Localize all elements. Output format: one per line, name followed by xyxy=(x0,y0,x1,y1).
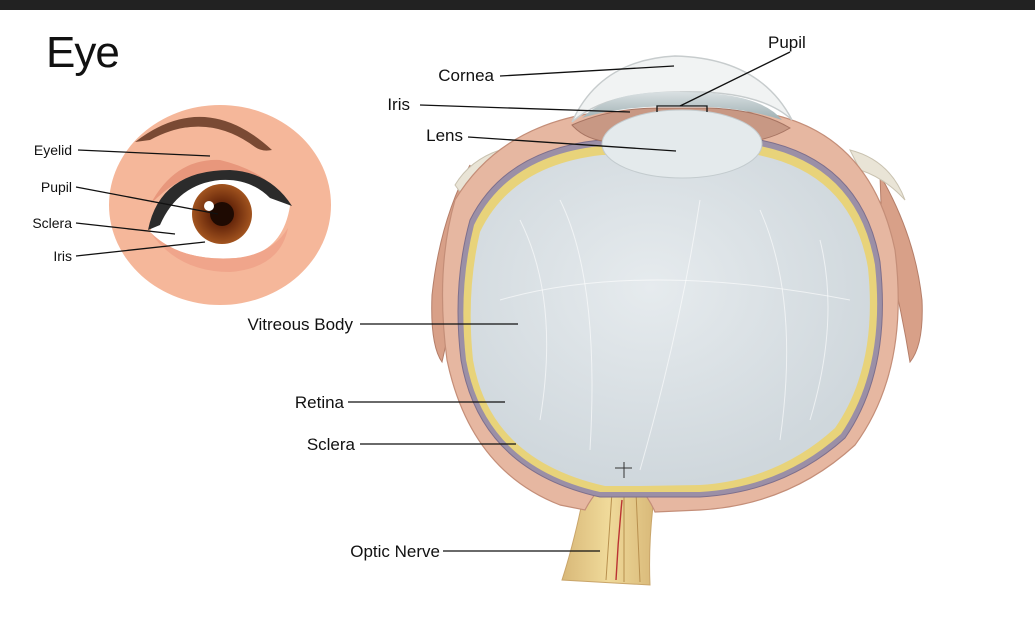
label-optic-nerve: Optic Nerve xyxy=(350,542,440,561)
top-bar xyxy=(0,0,1035,10)
label-retina: Retina xyxy=(295,393,345,412)
page-title: Eye xyxy=(46,28,120,77)
conjunctiva-right xyxy=(849,149,906,201)
label-vitreous-body: Vitreous Body xyxy=(247,315,353,334)
label-sclera: Sclera xyxy=(307,435,356,454)
lens xyxy=(601,109,763,179)
label-eyelid: Eyelid xyxy=(34,142,72,158)
label-iris-small: Iris xyxy=(53,248,72,264)
lower-lid xyxy=(150,228,288,272)
vitreous-body xyxy=(470,155,870,486)
external-eye: Eyelid Pupil Sclera Iris xyxy=(32,105,331,305)
label-iris: Iris xyxy=(387,95,410,114)
label-pupil-small: Pupil xyxy=(41,179,72,195)
label-cornea: Cornea xyxy=(438,66,494,85)
label-lens: Lens xyxy=(426,126,463,145)
lash-line xyxy=(148,170,292,230)
eye-cross-section: Pupil Cornea Iris Lens Vitreous Body Ret… xyxy=(247,33,923,586)
pupil-dot xyxy=(210,202,234,226)
eyebrow xyxy=(135,116,272,151)
eyelid xyxy=(150,159,288,205)
eye-highlight xyxy=(204,201,214,211)
label-pupil: Pupil xyxy=(768,33,806,52)
label-sclera-small: Sclera xyxy=(32,215,72,231)
